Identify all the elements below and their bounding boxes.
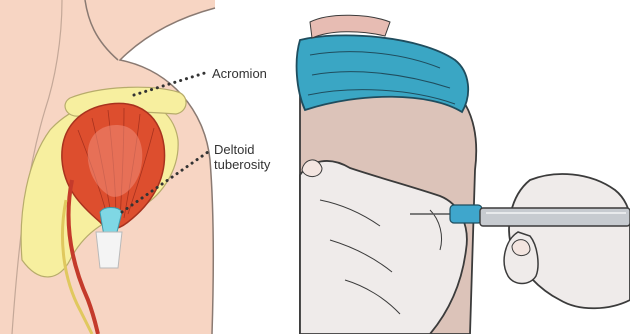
label-deltoid-tuberosity: Deltoid tuberosity <box>214 142 270 172</box>
finger-nail <box>512 240 530 256</box>
needle-hub <box>450 205 482 223</box>
humerus-shaft <box>96 232 122 268</box>
syringe-barrel <box>480 208 630 226</box>
label-deltoid-line2: tuberosity <box>214 157 270 172</box>
injection-panel <box>297 15 630 334</box>
anatomy-panel <box>0 0 215 334</box>
label-deltoid-line1: Deltoid <box>214 142 270 157</box>
label-acromion: Acromion <box>212 66 267 81</box>
